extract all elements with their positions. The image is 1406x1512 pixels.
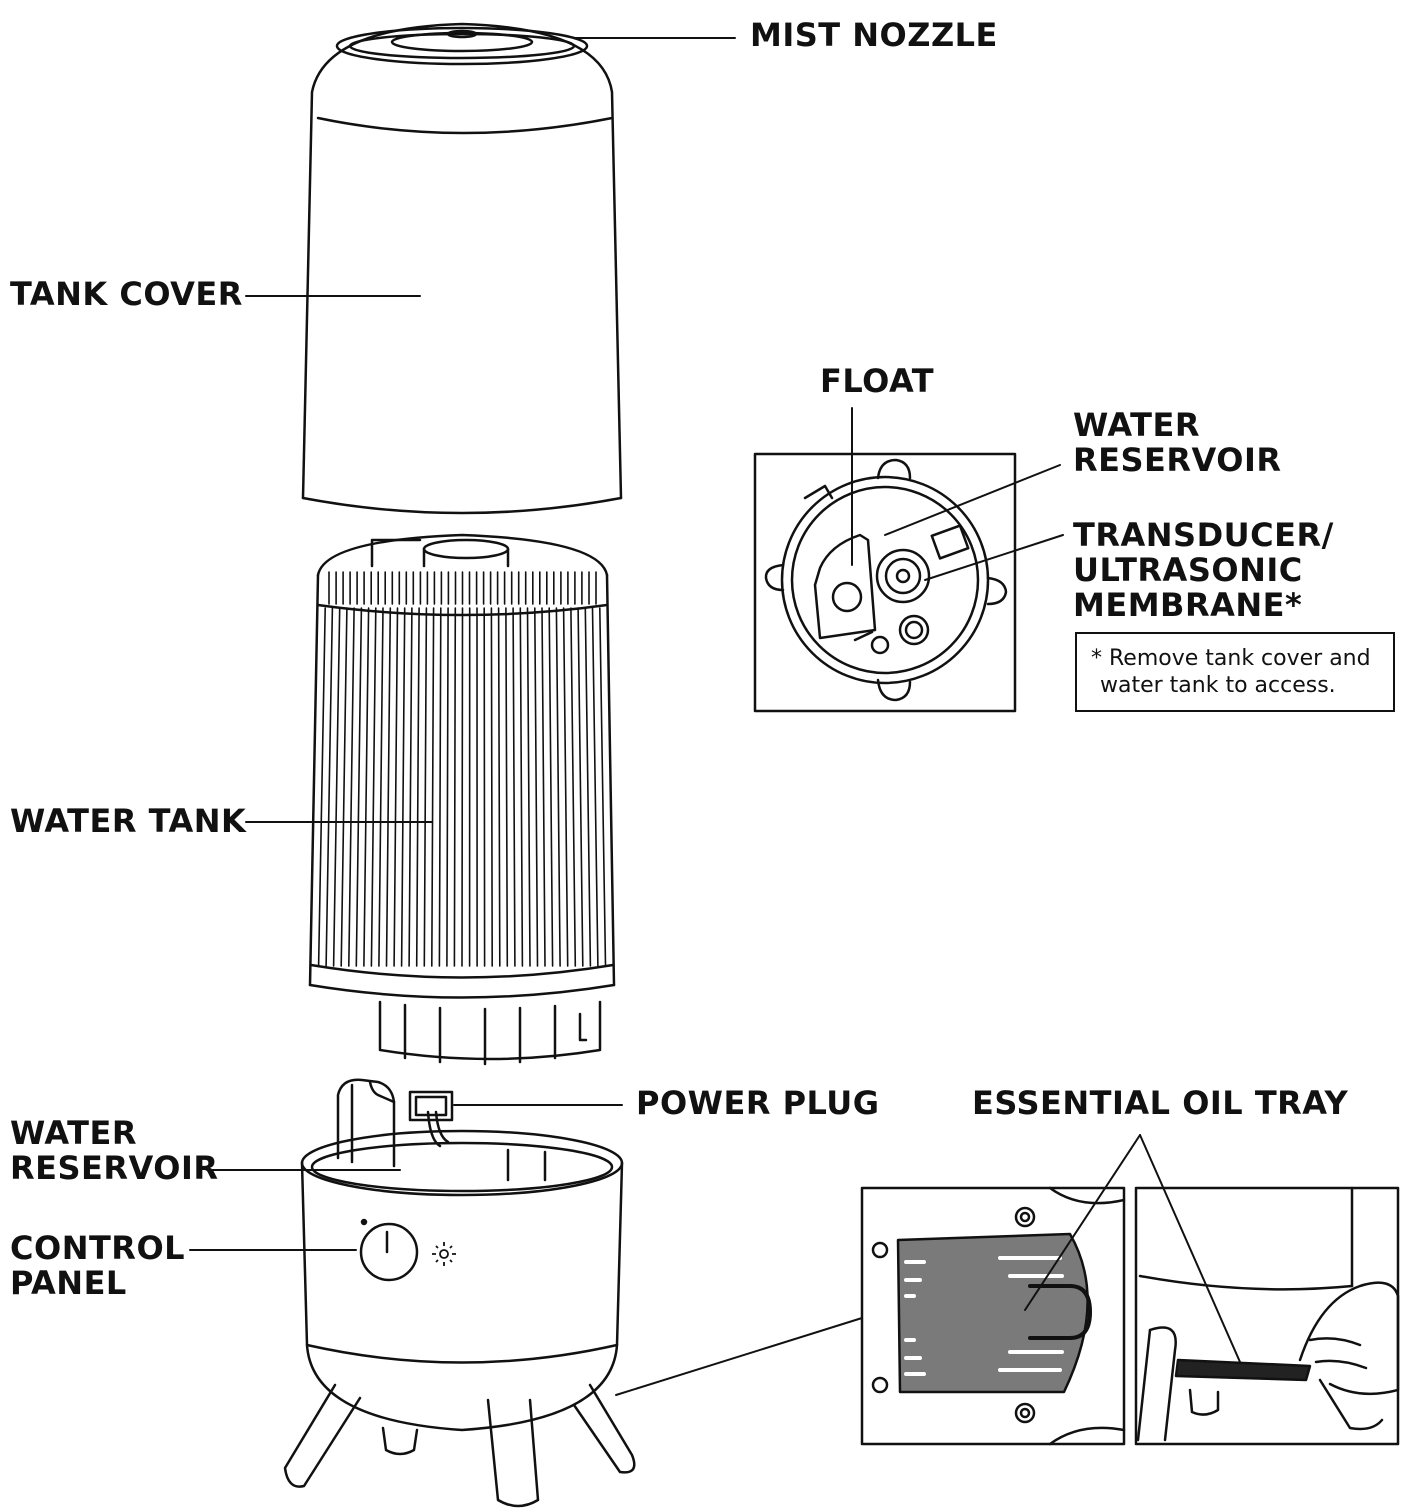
mist-level-icon	[432, 1242, 456, 1266]
label-power-plug: POWER PLUG	[636, 1086, 880, 1121]
oil-tray-view	[862, 1188, 1124, 1444]
label-control-panel-line1: CONTROL	[10, 1231, 185, 1266]
access-note-line1: * Remove tank cover and	[1091, 646, 1371, 672]
tank-rib	[424, 608, 426, 966]
tank-rib	[520, 608, 522, 966]
tank-rib	[349, 608, 354, 966]
tank-rib	[356, 608, 361, 966]
tank-rib	[417, 608, 419, 966]
tank-rib	[528, 608, 531, 966]
tank-rib	[585, 608, 590, 966]
label-mist-nozzle: MIST NOZZLE	[750, 18, 998, 53]
label-transducer-line1: TRANSDUCER/	[1073, 518, 1334, 553]
tank-rib	[439, 608, 440, 966]
tank-rib	[394, 608, 397, 966]
label-inset-water-reservoir-line1: WATER	[1073, 408, 1200, 443]
label-transducer-line3: MEMBRANE*	[1073, 588, 1302, 623]
tank-rib	[556, 608, 560, 966]
tank-rib	[491, 608, 492, 966]
leader-lines	[190, 38, 1240, 1395]
tank-rib	[549, 608, 552, 966]
oil-tray-side-view	[1136, 1188, 1398, 1444]
tank-rib	[564, 608, 568, 966]
tank-rib	[578, 608, 583, 966]
tank-rib	[432, 608, 434, 966]
reservoir-top-view	[755, 454, 1015, 711]
tank-rib	[371, 608, 375, 966]
tank-rib	[447, 608, 448, 966]
label-essential-oil-tray: ESSENTIAL OIL TRAY	[972, 1086, 1348, 1121]
tank-rib	[600, 608, 606, 966]
tank-rib	[499, 608, 500, 966]
label-water-tank: WATER TANK	[10, 804, 246, 839]
tank-rib	[334, 608, 340, 966]
tank-rib	[326, 608, 332, 966]
tank-rib	[506, 608, 507, 966]
access-note-line2: water tank to access.	[1100, 673, 1336, 699]
tank-rib	[462, 608, 463, 966]
label-transducer-line2: ULTRASONIC	[1073, 553, 1303, 588]
tank-rib	[542, 608, 545, 966]
tank-rib	[364, 608, 369, 966]
tank-rib	[454, 608, 455, 966]
tank-rib	[593, 608, 598, 966]
label-base-water-reservoir-line2: RESERVOIR	[10, 1151, 219, 1186]
access-note-box: * Remove tank cover and water tank to ac…	[1075, 632, 1395, 712]
label-tank-cover: TANK COVER	[10, 277, 243, 312]
label-inset-water-reservoir-line2: RESERVOIR	[1073, 443, 1282, 478]
tank-rib	[409, 608, 412, 966]
tank-rib	[402, 608, 405, 966]
tank-rib	[379, 608, 383, 966]
tank-rib	[535, 608, 538, 966]
tank-rib	[319, 608, 326, 966]
tank-rib	[513, 608, 515, 966]
label-control-panel-line2: PANEL	[10, 1266, 127, 1301]
tank-rib	[387, 608, 391, 966]
humidifier-base	[285, 1080, 634, 1506]
label-base-water-reservoir-line1: WATER	[10, 1116, 137, 1151]
water-tank	[310, 535, 614, 1064]
label-float: FLOAT	[820, 364, 934, 399]
tank-rib	[341, 608, 347, 966]
tank-rib	[571, 608, 575, 966]
tank-cover	[303, 24, 621, 513]
